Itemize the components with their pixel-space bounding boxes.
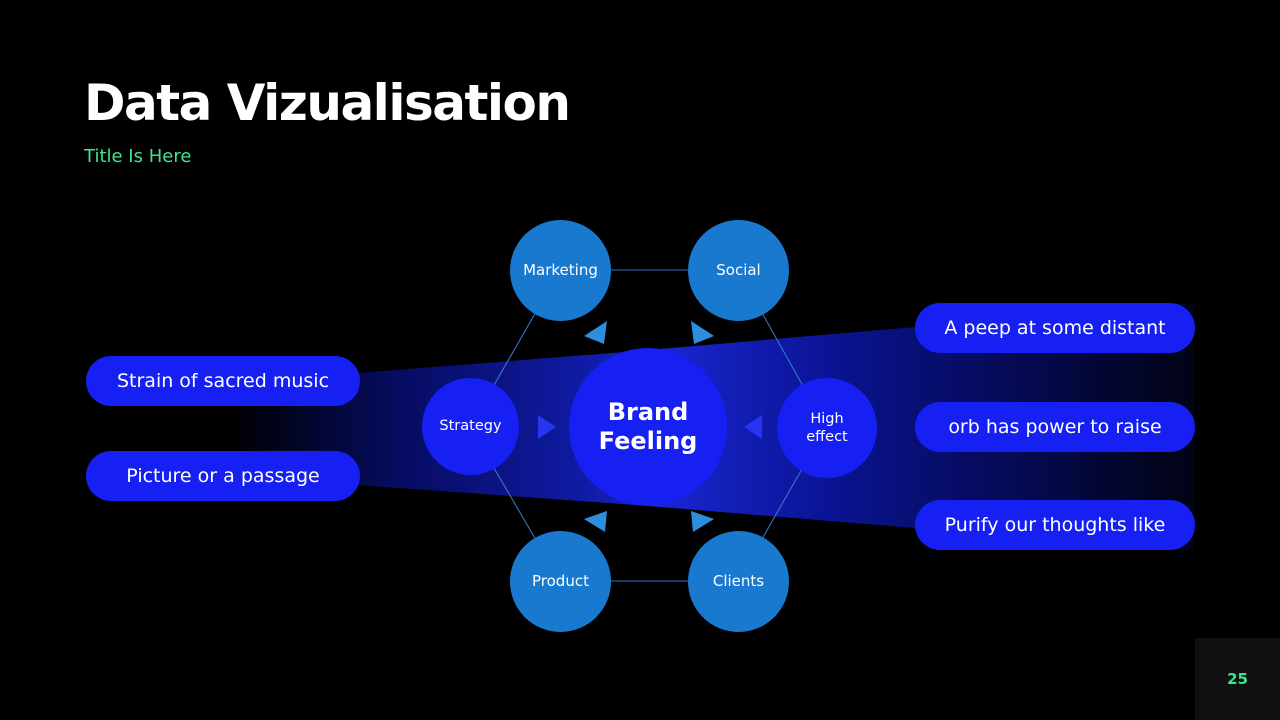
right-label-pill: A peep at some distant [915, 303, 1195, 353]
center-node-brand-feeling: Brand Feeling [569, 348, 727, 506]
page-title: Data Vizualisation [84, 74, 571, 132]
node-marketing: Marketing [510, 220, 611, 321]
node-product: Product [510, 531, 611, 632]
left-label-pill: Picture or a passage [86, 451, 360, 501]
left-label-pill: Strain of sacred music [86, 356, 360, 406]
arrow-left-icon [744, 415, 762, 439]
page-number-box: 25 [1195, 638, 1280, 720]
right-label-pill: Purify our thoughts like [915, 500, 1195, 550]
node-strategy: Strategy [422, 378, 519, 475]
node-social: Social [688, 220, 789, 321]
node-high-effect: High effect [777, 378, 877, 478]
arrow-top-left-icon [584, 321, 607, 344]
arrow-bottom-left-icon [584, 511, 607, 532]
arrow-bottom-right-icon [691, 511, 714, 532]
right-label-pill: orb has power to raise [915, 402, 1195, 452]
node-clients: Clients [688, 531, 789, 632]
arrow-top-right-icon [691, 321, 714, 344]
page-subtitle: Title Is Here [84, 146, 192, 167]
page-number: 25 [1227, 670, 1248, 688]
arrow-right-icon [538, 415, 556, 439]
